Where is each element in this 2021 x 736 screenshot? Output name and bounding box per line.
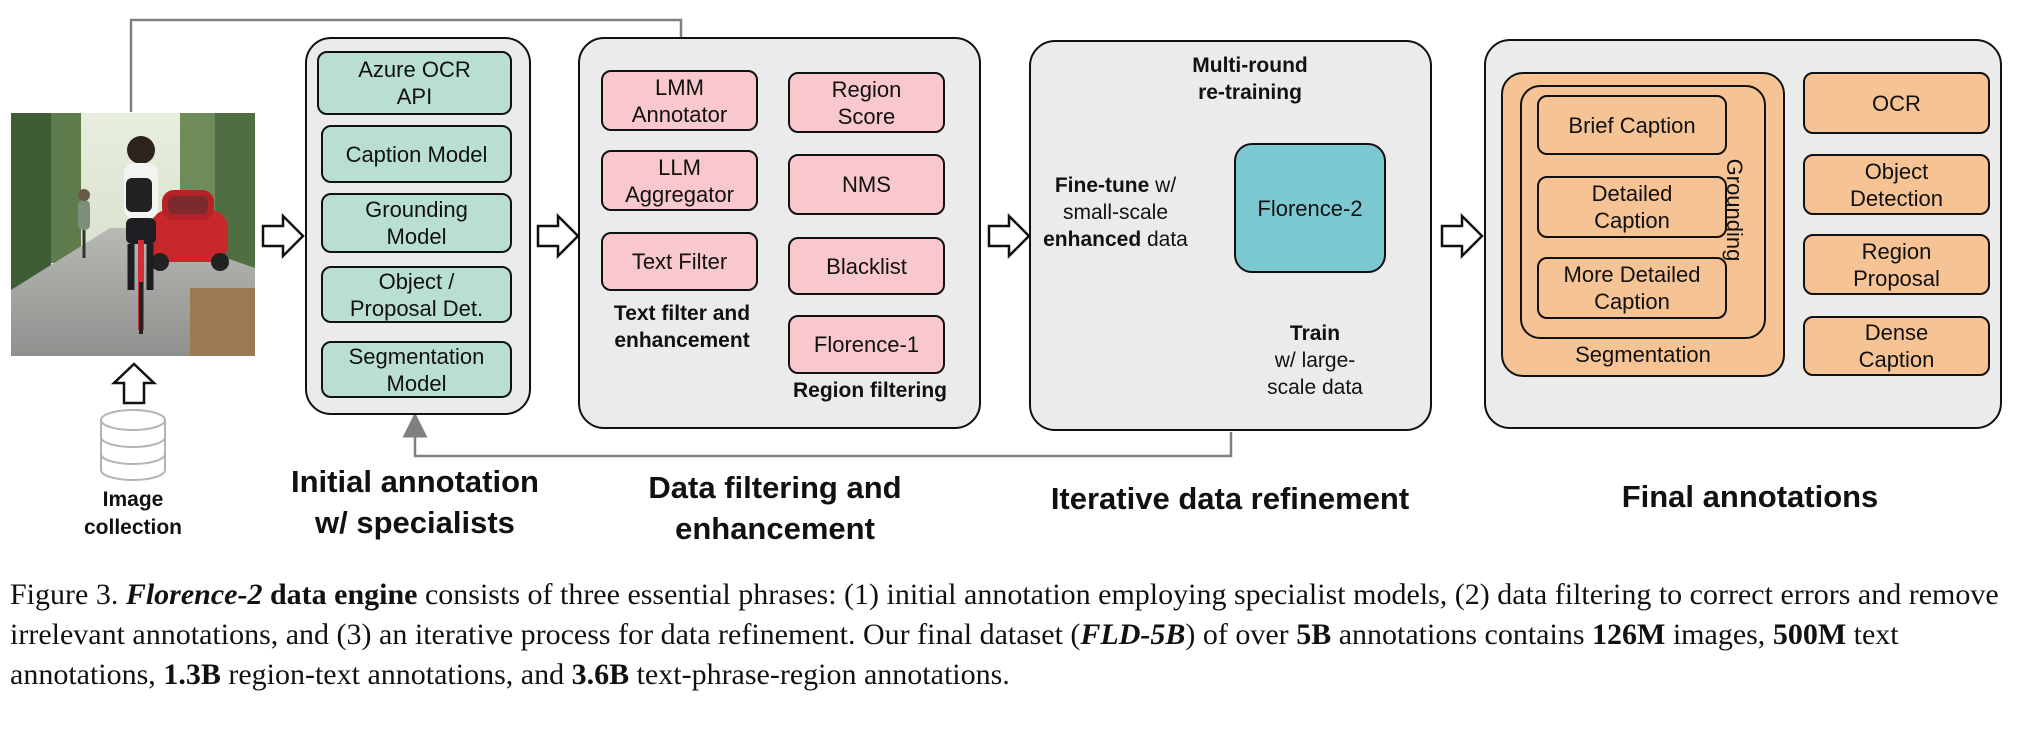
figure-caption: Figure 3. Florence-2 data engine consist… (10, 578, 1999, 691)
florence-1-box: Florence-1 (788, 315, 945, 374)
florence-2-box: Florence-2 (1234, 143, 1386, 273)
lmm-annotator-box: LMM Annotator (601, 70, 758, 131)
collection-up-arrow (110, 362, 158, 405)
text-filter-label: Text filter and enhancement (613, 302, 751, 352)
region-filtering-label: Region filtering (793, 379, 947, 402)
grounding-model-box: Grounding Model (321, 193, 512, 253)
region-score-box: Region Score (788, 72, 945, 133)
input-photo (11, 113, 255, 356)
object-proposal-box: Object / Proposal Det. (321, 266, 512, 323)
region-proposal-box: Region Proposal (1803, 234, 1990, 295)
dense-caption-box: Dense Caption (1803, 316, 1990, 376)
blacklist-box: Blacklist (788, 237, 945, 295)
refinement-to-initial-connector (402, 412, 1233, 458)
stage-arrow-4 (1440, 212, 1484, 260)
more-detailed-caption-box: More Detailed Caption (1537, 257, 1727, 319)
brief-caption-box: Brief Caption (1537, 95, 1727, 155)
data-filtering-title: Data filtering and enhancement (648, 470, 902, 546)
stage-arrow-3 (987, 212, 1031, 260)
refinement-title: Iterative data refinement (1050, 481, 1410, 516)
object-detection-box: Object Detection (1803, 154, 1990, 215)
detailed-caption-box: Detailed Caption (1537, 176, 1727, 238)
segmentation-model-box: Segmentation Model (321, 341, 512, 398)
azure-ocr-box: Azure OCR API (317, 51, 512, 115)
initial-annotation-title: Initial annotation w/ specialists (291, 464, 539, 540)
llm-aggregator-box: LLM Aggregator (601, 150, 758, 211)
grounding-label-wrap: Grounding (1722, 159, 1747, 262)
stage-arrow-1 (261, 212, 305, 260)
multi-round-label: Multi-round re-training (1192, 54, 1308, 104)
nms-box: NMS (788, 154, 945, 215)
caption-model-box: Caption Model (321, 125, 512, 183)
text-filter-box: Text Filter (601, 232, 758, 291)
database-icon (100, 409, 166, 481)
final-annotations-title: Final annotations (1621, 479, 1879, 514)
image-collection-label: Image collection (83, 488, 183, 539)
stage-arrow-2 (536, 212, 580, 260)
ocr-box: OCR (1803, 72, 1990, 134)
